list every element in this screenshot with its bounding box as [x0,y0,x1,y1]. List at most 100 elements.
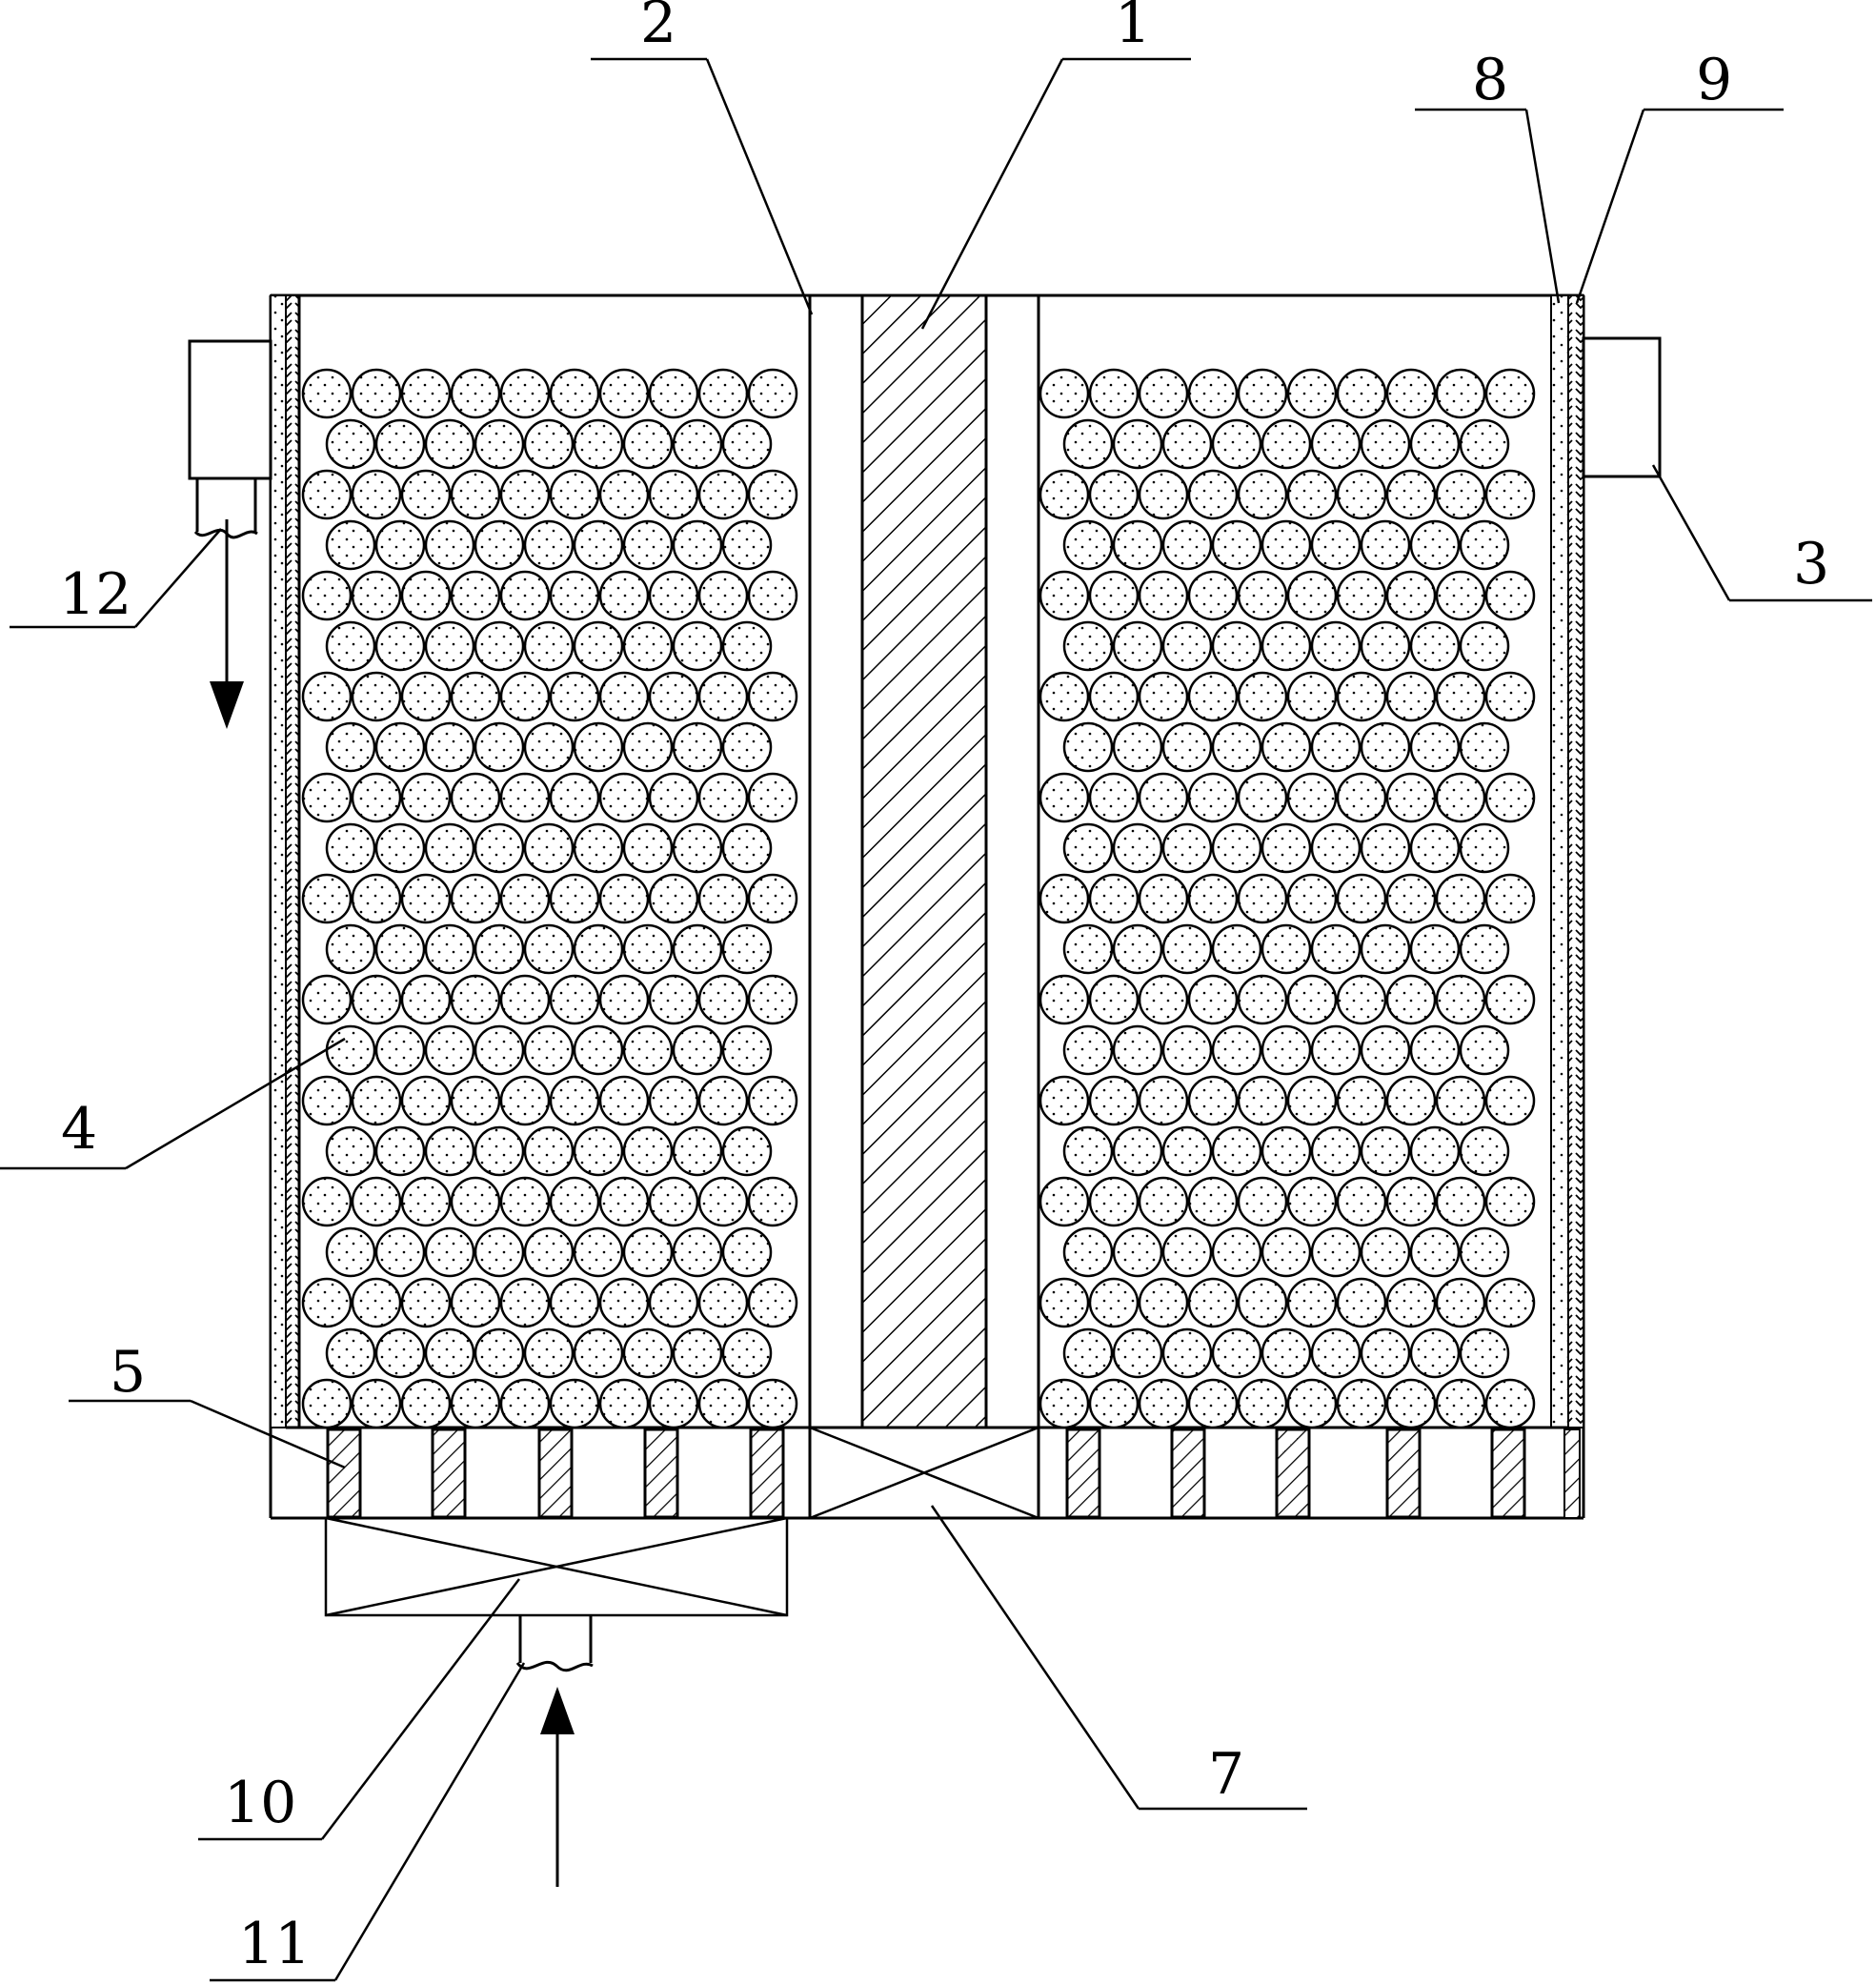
particle [1336,671,1387,722]
particle [1062,519,1114,571]
particle [1237,469,1288,520]
particle [1310,721,1362,773]
particle [374,1024,426,1076]
particle [351,974,402,1025]
particle [648,1378,699,1429]
particle [697,1075,749,1126]
particle [747,1176,798,1227]
particle [598,1378,650,1429]
particle [1062,620,1114,672]
right-wall-dotted-layer [1550,294,1569,1428]
particle [672,923,723,975]
particle [1039,1277,1090,1328]
particle [400,873,452,924]
particle [598,1075,650,1126]
particle [697,1277,749,1328]
particle [301,469,353,520]
particle [1360,1226,1411,1278]
particle [325,519,376,571]
particle [1310,1125,1362,1177]
particle [598,368,650,419]
particle [1409,1226,1461,1278]
right-particle-bed [1039,368,1536,1429]
particle [598,469,650,520]
particle [325,721,376,773]
particle [1237,368,1288,419]
particle [1459,519,1510,571]
particle [1112,1024,1163,1076]
particle [648,368,699,419]
particle [747,570,798,621]
particle [622,1125,674,1177]
support-bar [537,1428,574,1519]
particle [1187,469,1239,520]
particle [672,822,723,874]
particle [1237,772,1288,823]
particle [424,519,475,571]
particle [1211,1327,1262,1379]
right-bottom-strip [1563,1428,1581,1519]
particle [523,519,575,571]
particle [1237,1176,1288,1227]
particle [301,1176,353,1227]
particle [1161,519,1213,571]
particle [648,671,699,722]
particle [549,570,600,621]
particle [1088,368,1140,419]
particle [1286,469,1338,520]
particle [1484,1176,1536,1227]
particle [450,1075,501,1126]
particle [573,519,624,571]
particle [598,974,650,1025]
particle [301,671,353,722]
particle [672,1226,723,1278]
right-side-box [1582,336,1662,478]
particle [450,974,501,1025]
particle [622,721,674,773]
particle [1187,1176,1239,1227]
particle [697,772,749,823]
particle [374,1226,426,1278]
particle [1385,469,1437,520]
particle [1138,873,1189,924]
particle [1062,923,1114,975]
particle [1039,469,1090,520]
particle [325,418,376,470]
particle [1261,1024,1312,1076]
particle [721,620,773,672]
particle [424,721,475,773]
particle [499,1378,551,1429]
particle [1286,873,1338,924]
particle [1385,1075,1437,1126]
particle [351,1277,402,1328]
particle [747,1277,798,1328]
particle [1435,974,1486,1025]
particle [523,822,575,874]
particle [721,418,773,470]
particle [450,772,501,823]
particle [1484,1075,1536,1126]
particle [648,772,699,823]
particle [747,1075,798,1126]
particle [301,570,353,621]
particle [1138,570,1189,621]
particle [622,923,674,975]
particle [1211,519,1262,571]
particle [1484,772,1536,823]
particle [351,1176,402,1227]
particle [301,873,353,924]
particle [1435,570,1486,621]
particle [1112,1327,1163,1379]
particle [1138,1378,1189,1429]
particle [1409,923,1461,975]
particle [1088,570,1140,621]
particle [1161,721,1213,773]
particle [1211,1226,1262,1278]
particle [1237,1378,1288,1429]
particle [1336,772,1387,823]
particle [301,368,353,419]
particle [1459,1125,1510,1177]
support-bar [1275,1428,1311,1519]
particle [1261,620,1312,672]
